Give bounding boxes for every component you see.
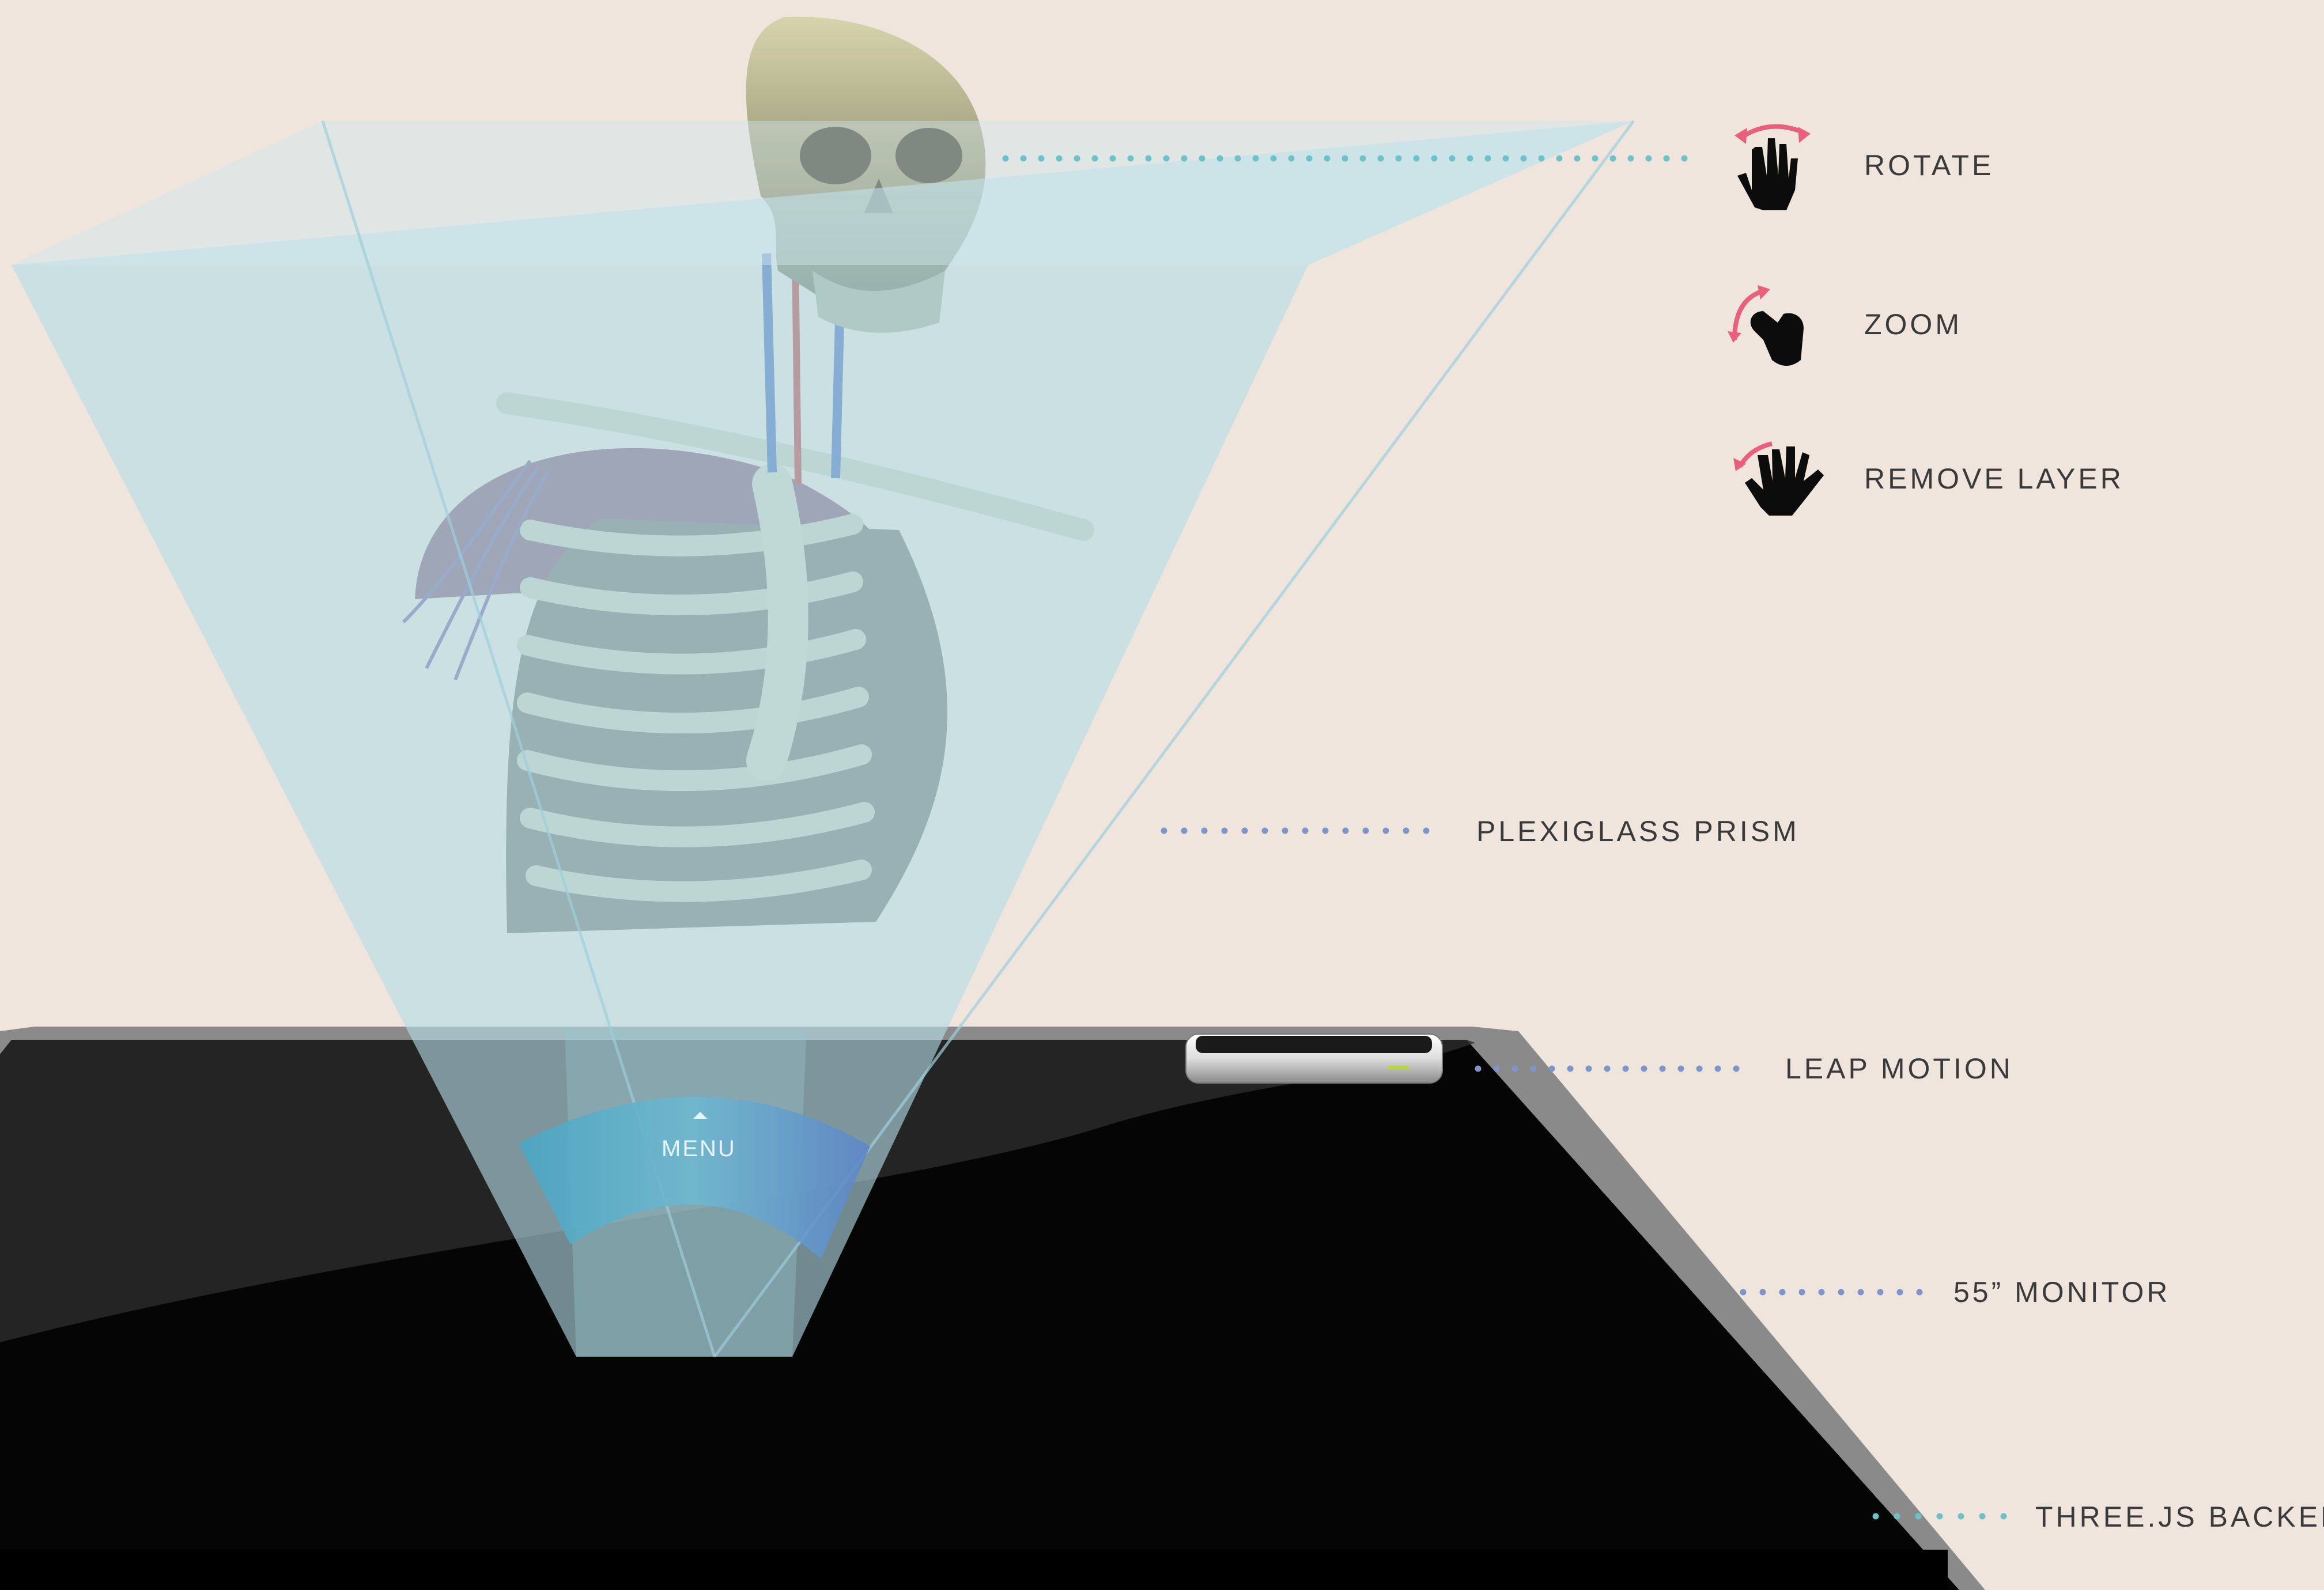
monitor	[0, 1027, 1985, 1590]
annotation-backend: THREE.JS BACKEND	[2035, 1502, 2324, 1531]
hand-pinch-zoom-icon	[1728, 285, 1804, 366]
annotation-leap-motion: LEAP MOTION	[1785, 1054, 2013, 1083]
hand-swipe-icon	[1733, 444, 1824, 516]
menu-label[interactable]: MENU	[662, 1137, 736, 1160]
annotation-plexiglass-prism: PLEXIGLASS PRISM	[1476, 817, 1800, 846]
annotation-rotate: ROTATE	[1864, 151, 1994, 180]
hand-rotate-icon	[1735, 127, 1811, 210]
annotation-monitor: 55” MONITOR	[1953, 1278, 2170, 1307]
annotation-remove-layer: REMOVE LAYER	[1864, 464, 2124, 493]
annotation-zoom: ZOOM	[1864, 310, 1962, 339]
leap-motion-device	[1186, 1034, 1442, 1083]
